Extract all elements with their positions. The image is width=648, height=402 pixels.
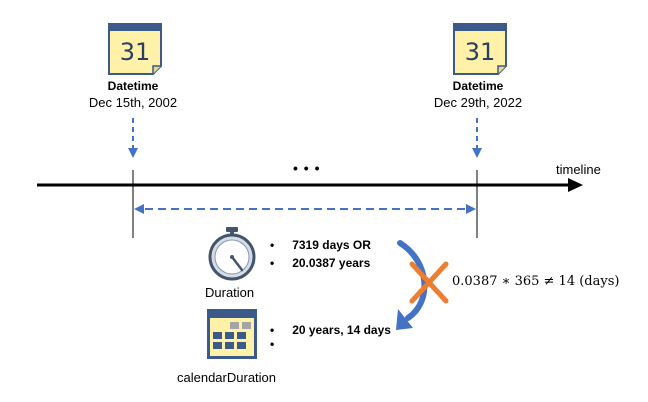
end-calendar-icon: 31 — [453, 23, 507, 75]
calendar-duration-line-2: • — [270, 337, 275, 351]
start-datetime-title: Datetime — [107, 79, 159, 93]
calendar-duration-line-1: •20 years, 14 days — [270, 323, 391, 337]
start-calendar-icon: 31 — [108, 23, 162, 75]
conversion-arrow — [397, 240, 428, 321]
end-calendar-day: 31 — [465, 38, 496, 66]
calendar-duration-label: calendarDuration — [177, 370, 277, 385]
formula-text: 0.0387 ∗ 365 ≠ 14 (days) — [452, 274, 620, 289]
timeline-label: timeline — [556, 162, 601, 177]
duration-line-1: •7319 days OR — [270, 238, 371, 252]
calendar-grid-icon — [207, 309, 257, 359]
span-arrow-right-head — [466, 204, 476, 214]
duration-label: Duration — [205, 285, 255, 300]
end-datetime-title: Datetime — [452, 79, 504, 93]
end-datetime-date: Dec 29th, 2022 — [433, 95, 523, 110]
start-datetime-date: Dec 15th, 2002 — [88, 95, 178, 110]
start-calendar-day: 31 — [120, 38, 151, 66]
timeline-arrowhead — [568, 178, 583, 192]
span-arrow-left-head — [134, 204, 144, 214]
stopwatch-icon — [208, 227, 256, 281]
cross-icon — [409, 261, 449, 304]
conversion-arrowhead — [396, 309, 413, 330]
duration-line-2: •20.0387 years — [270, 256, 371, 270]
timeline-ellipsis: • • • — [293, 160, 321, 176]
